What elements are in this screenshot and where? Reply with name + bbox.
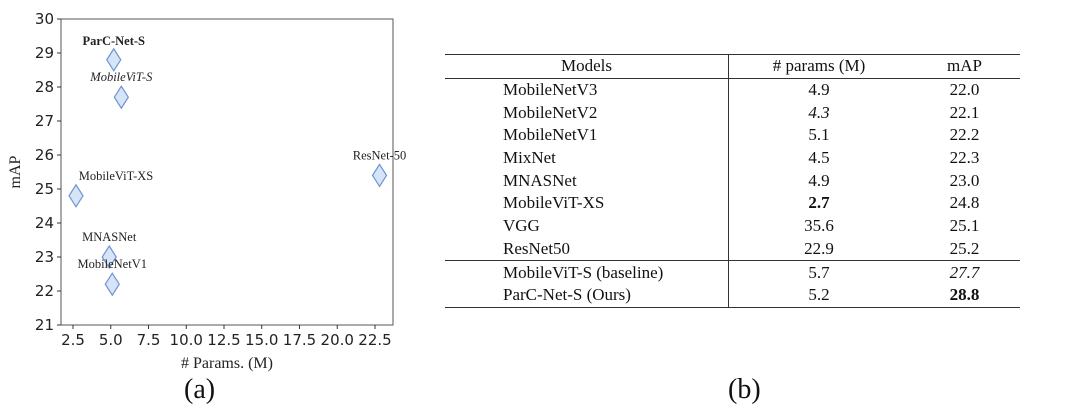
table-row: MobileNetV2 4.3 22.1 (445, 101, 1020, 125)
y-axis-label: mAP (7, 155, 24, 188)
x-axis-label: # Params. (M) (181, 355, 273, 372)
map-cell: 27.7 (949, 262, 980, 282)
header-models: Models (445, 54, 729, 79)
data-point (101, 244, 117, 270)
params-cell: 4.3 (808, 102, 830, 122)
x-tick-label: 2.5 (61, 331, 85, 349)
data-point-label: MobileViT-XS (79, 169, 154, 183)
data-point-label: ParC-Net-S (83, 34, 146, 48)
table-header-row: Models # params (M) mAP (445, 54, 1020, 79)
model-cell: MobileViT-S (baseline) (445, 260, 729, 284)
y-tick-label: 24 (35, 214, 54, 232)
table-row: MobileViT-XS 2.7 24.8 (445, 192, 1020, 215)
model-cell: MNASNet (445, 169, 729, 193)
x-tick-label: 5.0 (99, 331, 123, 349)
y-tick-label: 30 (35, 10, 54, 28)
y-tick-label: 25 (35, 180, 54, 198)
data-point (113, 85, 130, 110)
data-point (104, 272, 120, 297)
x-tick-label: 15.0 (245, 331, 278, 349)
model-cell: MobileViT-XS (445, 192, 729, 215)
x-tick-label: 7.5 (137, 331, 161, 349)
y-tick-label: 27 (35, 112, 54, 130)
table-row: MixNet 4.5 22.3 (445, 146, 1020, 170)
map-cell: 22.2 (949, 125, 980, 145)
map-cell: 28.8 (949, 285, 980, 305)
data-point-label: MobileViT-S (89, 70, 153, 84)
params-cell: 4.5 (808, 148, 830, 168)
y-tick-label: 21 (35, 316, 54, 334)
y-tick-label: 22 (35, 282, 54, 300)
params-cell: 5.2 (808, 285, 830, 305)
plot-frame (60, 18, 394, 326)
x-tick-label: 20.0 (321, 331, 354, 349)
map-cell: 25.2 (949, 238, 980, 258)
model-cell: ResNet50 (445, 237, 729, 261)
model-cell: MobileNetV2 (445, 101, 729, 125)
params-cell: 4.9 (808, 80, 830, 100)
x-tick-label: 22.5 (358, 331, 391, 349)
params-cell: 2.7 (808, 193, 830, 213)
params-cell: 35.6 (804, 216, 834, 236)
x-tick-label: 17.5 (283, 331, 316, 349)
x-tick-label: 10.0 (170, 331, 203, 349)
params-cell: 5.1 (808, 125, 830, 145)
model-cell: VGG (445, 214, 729, 238)
table-row: MobileNetV3 4.9 22.0 (445, 78, 1020, 102)
model-cell: MobileNetV3 (445, 78, 729, 102)
y-tick-label: 28 (35, 78, 54, 96)
params-cell: 22.9 (804, 238, 834, 258)
table-row: MNASNet 4.9 23.0 (445, 169, 1020, 193)
model-cell: MobileNetV1 (445, 124, 729, 147)
params-cell: 5.7 (808, 262, 830, 282)
header-map: mAP (947, 56, 982, 76)
params-cell: 4.9 (808, 170, 830, 190)
y-tick-label: 26 (35, 146, 54, 164)
table-row: MobileNetV1 5.1 22.2 (445, 124, 1020, 147)
header-params: # params (M) (772, 56, 866, 76)
map-cell: 23.0 (949, 170, 980, 190)
model-cell: MixNet (445, 146, 729, 170)
model-cell: ParC-Net-S (Ours) (445, 283, 729, 308)
data-point-label: ResNet-50 (353, 148, 406, 162)
results-table: Models # params (M) mAP MobileNetV3 4.9 22… (445, 54, 1020, 308)
caption-a: (a) (184, 374, 216, 405)
map-cell: 22.0 (949, 80, 980, 100)
data-point (371, 163, 388, 188)
y-tick-label: 29 (35, 44, 54, 62)
data-point (68, 183, 84, 208)
data-point (106, 47, 122, 72)
table-row: ResNet50 22.9 25.2 (445, 237, 1020, 261)
map-cell: 22.1 (949, 102, 980, 122)
table-row: MobileViT-S (baseline) 5.7 27.7 (445, 260, 1020, 284)
data-point-label: MNASNet (82, 230, 137, 244)
table-row: ParC-Net-S (Ours) 5.2 28.8 (445, 283, 1020, 308)
x-tick-label: 12.5 (207, 331, 240, 349)
caption-b: (b) (728, 374, 761, 405)
map-cell: 24.8 (949, 193, 980, 213)
data-point-label: MobileNetV1 (78, 257, 147, 271)
map-cell: 25.1 (949, 216, 980, 236)
table-row: VGG 35.6 25.1 (445, 214, 1020, 238)
y-tick-label: 23 (35, 248, 54, 266)
map-cell: 22.3 (949, 148, 980, 168)
